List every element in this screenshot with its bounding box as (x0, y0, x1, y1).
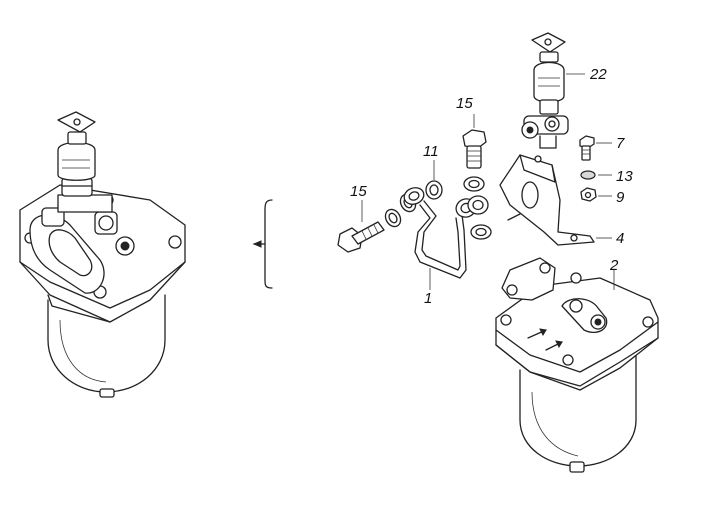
bolt-7 (579, 135, 595, 161)
washer-13 (580, 170, 596, 180)
hand-primer-pump-22 (521, 32, 569, 149)
assembly-bracket-line (252, 199, 273, 289)
fuel-pipe-1 (403, 187, 477, 279)
washer-11 (425, 180, 443, 200)
callout-2: 2 (609, 257, 619, 274)
banjo-bolt-15-left (337, 221, 385, 253)
callout-15-top: 15 (456, 95, 473, 112)
callout-9: 9 (616, 189, 625, 206)
callout-15-left: 15 (350, 183, 367, 200)
nut-9 (580, 187, 597, 202)
filter-housing-2 (495, 257, 659, 473)
bracket-4 (499, 154, 595, 246)
callout-4: 4 (616, 230, 624, 247)
callout-22: 22 (589, 66, 607, 83)
banjo-bolt-15-top (462, 129, 487, 169)
callout-7: 7 (616, 135, 625, 152)
leader-lines (361, 73, 615, 290)
sealing-washers-right (463, 176, 492, 240)
assembled-fuel-filter (19, 111, 186, 398)
callout-13: 13 (616, 168, 633, 185)
callout-1: 1 (424, 290, 432, 307)
callout-11: 11 (423, 143, 439, 160)
